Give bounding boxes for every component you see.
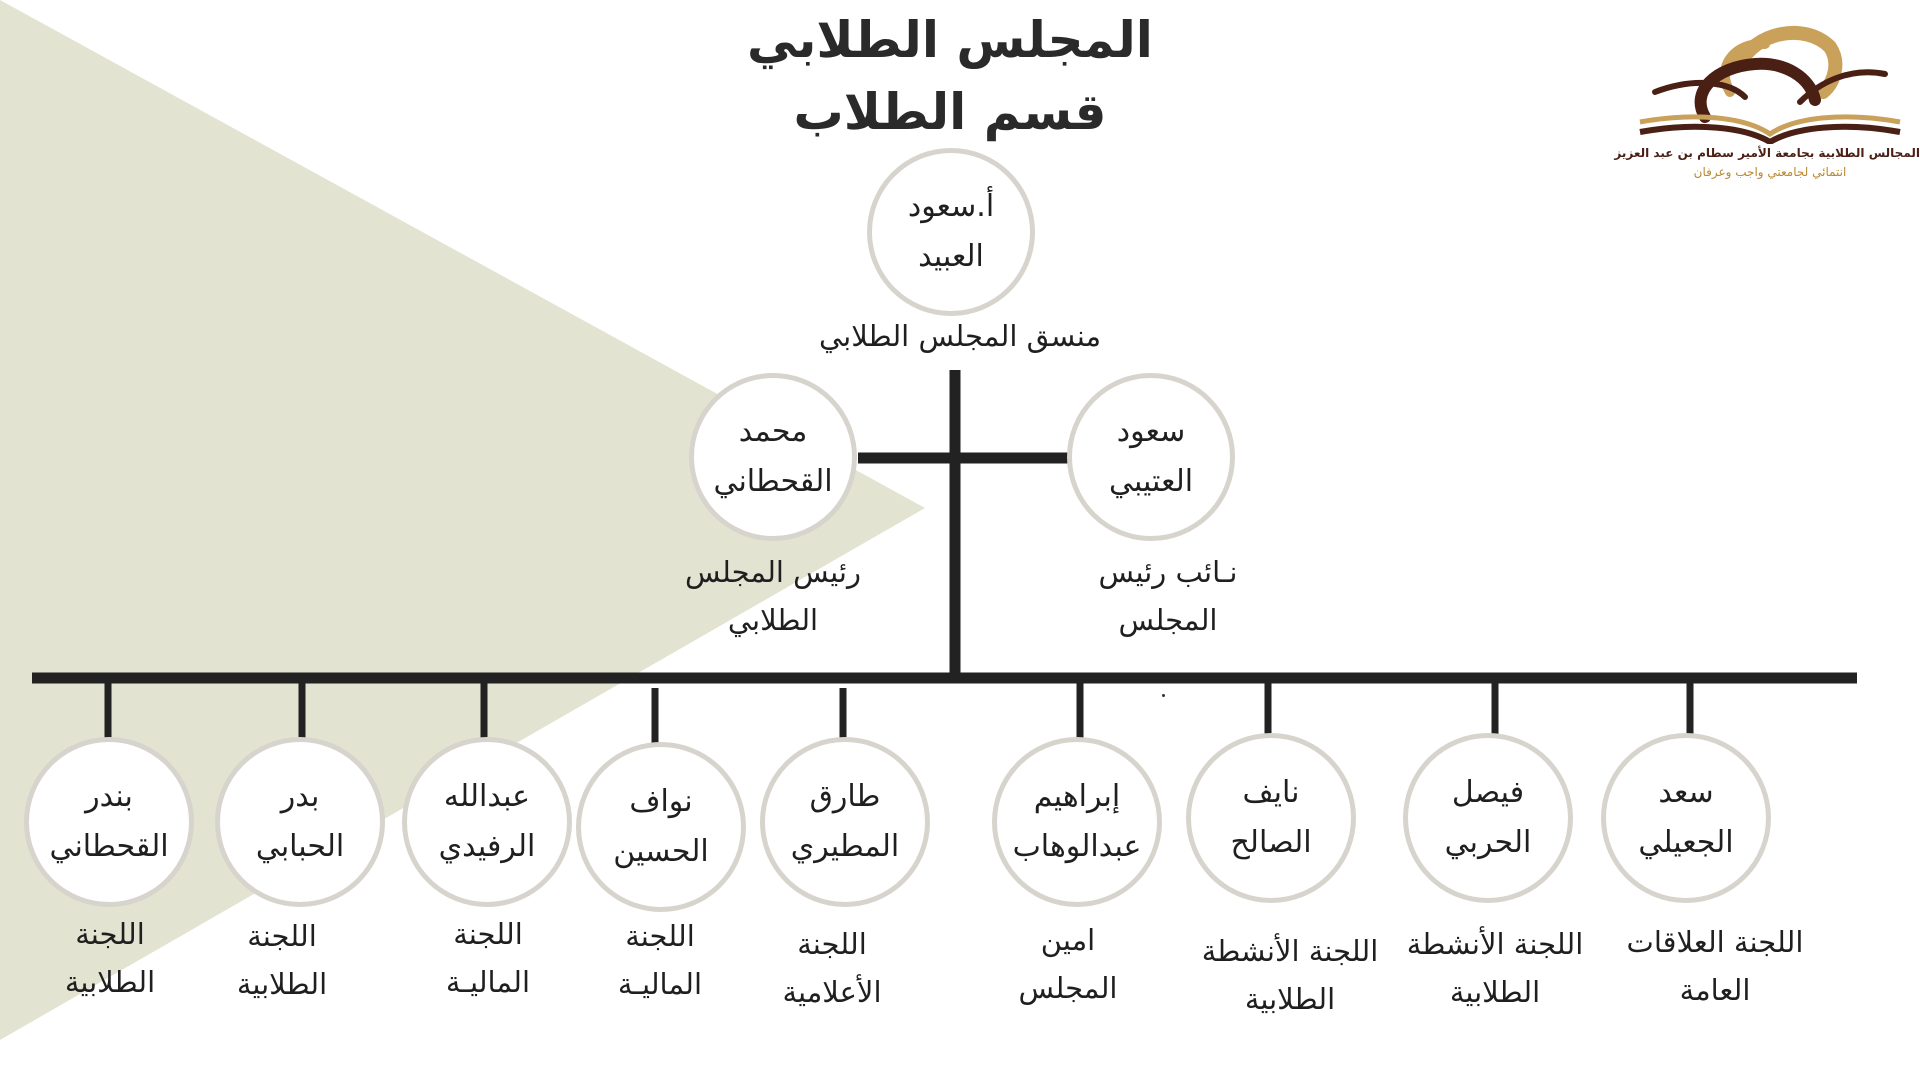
- member-role-8: اللجنة الأنشطة الطلابية: [1406, 927, 1584, 1009]
- member-name-7: نايف الصالح: [1230, 775, 1312, 860]
- member-role-4: اللجنة الماليـة: [617, 919, 703, 1001]
- member-node-8[interactable]: فيصل الحربي: [1403, 733, 1573, 903]
- member-role-3: اللجنة الماليـة: [445, 917, 531, 999]
- coordinator-name: أ.سعود العبيد: [907, 189, 995, 274]
- member-name-3: عبدالله الرفيدي: [438, 779, 536, 864]
- title-line-1: المجلس الطلابي: [747, 11, 1153, 69]
- member-node-4[interactable]: نواف الحسين: [576, 742, 746, 912]
- open-book-logo-icon: [1639, 26, 1901, 144]
- member-role-5: اللجنة الأعلامية: [782, 927, 882, 1009]
- page-title: المجلس الطلابي قسم الطلاب: [650, 4, 1250, 148]
- member-name-2: بدر الحبابي: [255, 779, 345, 864]
- stray-dot: [1162, 694, 1165, 697]
- president-name: محمد القحطاني: [713, 414, 833, 499]
- member-name-4: نواف الحسين: [613, 784, 709, 869]
- member-node-5[interactable]: طارق المطيري: [760, 737, 930, 907]
- member-name-6: إبراهيم عبدالوهاب: [1012, 779, 1142, 864]
- president-role: رئيس المجلس الطلابي: [685, 555, 861, 637]
- member-role-7: اللجنة الأنشطة الطلابية: [1201, 934, 1379, 1016]
- member-node-7[interactable]: نايف الصالح: [1186, 733, 1356, 903]
- vice-president-role: نـائب رئيس المجلس: [1098, 555, 1238, 637]
- logo-caption: المجالس الطلابية بجامعة الأمير سطام بن ع…: [1614, 146, 1920, 160]
- member-role-9: اللجنة العلاقات العامة: [1626, 925, 1804, 1007]
- council-logo: المجالس الطلابية بجامعة الأمير سطام بن ع…: [1614, 22, 1920, 192]
- member-node-6[interactable]: إبراهيم عبدالوهاب: [992, 737, 1162, 907]
- member-name-1: بندر القحطاني: [49, 779, 169, 864]
- coordinator-role: منسق المجلس الطلابي: [819, 319, 1101, 353]
- member-node-1[interactable]: بندر القحطاني: [24, 737, 194, 907]
- vice-president-name: سعود العتيبي: [1108, 414, 1194, 499]
- member-name-5: طارق المطيري: [790, 779, 900, 864]
- member-name-8: فيصل الحربي: [1444, 775, 1532, 860]
- title-line-2: قسم الطلاب: [793, 83, 1107, 141]
- coordinator-node[interactable]: أ.سعود العبيد: [867, 148, 1035, 316]
- president-node[interactable]: محمد القحطاني: [689, 373, 857, 541]
- vice-president-node[interactable]: سعود العتيبي: [1067, 373, 1235, 541]
- member-role-2: اللجنة الطلابية: [236, 919, 328, 1001]
- member-node-2[interactable]: بدر الحبابي: [215, 737, 385, 907]
- member-name-9: سعد الجعيلي: [1638, 775, 1734, 860]
- member-node-3[interactable]: عبدالله الرفيدي: [402, 737, 572, 907]
- member-role-6: امين المجلس: [1018, 923, 1118, 1005]
- logo-slogan: انتمائي لجامعتي واجب وعرفان: [1693, 165, 1847, 179]
- member-node-9[interactable]: سعد الجعيلي: [1601, 733, 1771, 903]
- member-role-1: اللجنة الطلابية: [64, 917, 156, 999]
